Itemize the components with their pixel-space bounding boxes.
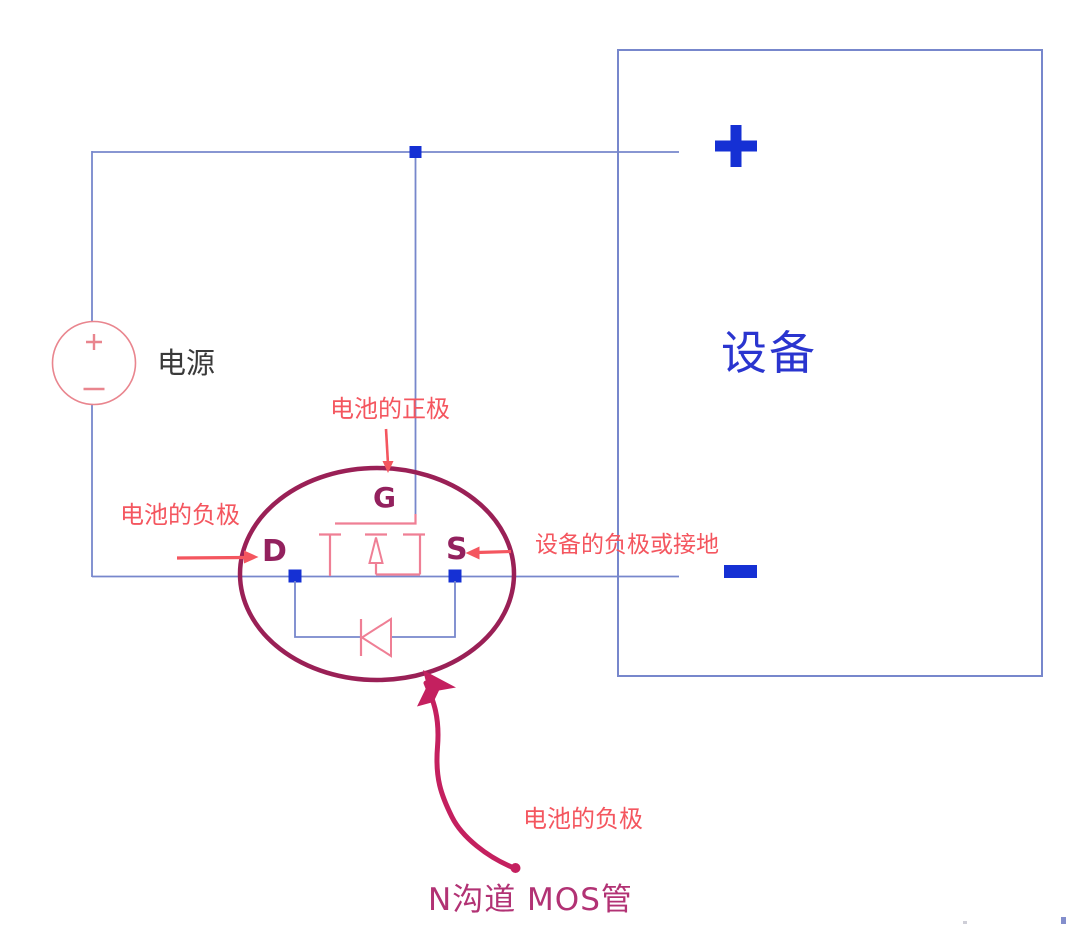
power-plus-icon bbox=[86, 334, 102, 350]
junction-dot-source bbox=[448, 569, 462, 583]
mosfet-symbol bbox=[319, 514, 425, 576]
artifact-dot-left bbox=[963, 921, 967, 924]
device-box bbox=[617, 49, 1043, 677]
mosfet-source-contact bbox=[374, 533, 425, 576]
diode-wire-left bbox=[294, 581, 360, 638]
curved-arrow-annotation: 电池的负极 bbox=[523, 805, 643, 833]
highlight-ellipse bbox=[237, 465, 517, 683]
source-annotation: 设备的负极或接地 bbox=[535, 532, 719, 558]
gate-annotation-arrow bbox=[382, 428, 394, 473]
device-label: 设备 bbox=[721, 326, 817, 380]
curved-arrow-icon bbox=[417, 670, 521, 873]
gate-pin-label: G bbox=[373, 481, 396, 514]
body-diode-icon bbox=[359, 617, 392, 658]
drain-pin-label: D bbox=[262, 534, 287, 569]
wires bbox=[91, 151, 679, 578]
mosfet-drain-contact bbox=[319, 533, 341, 576]
drain-annotation: 电池的负极 bbox=[120, 501, 240, 529]
device-plus-icon bbox=[715, 125, 757, 167]
power-source-circle bbox=[51, 320, 137, 406]
source-pin-label: S bbox=[446, 532, 468, 567]
power-source-symbol bbox=[51, 320, 137, 406]
diode-wire-right bbox=[392, 581, 456, 638]
power-source-label: 电源 bbox=[157, 346, 216, 380]
junction-dot-drain bbox=[288, 569, 302, 583]
mosfet-caption: N沟道 MOS管 bbox=[428, 882, 633, 918]
junction-dot-top bbox=[409, 146, 422, 158]
gate-annotation: 电池的正极 bbox=[330, 395, 450, 423]
device-minus-icon bbox=[724, 565, 757, 578]
source-annotation-arrow bbox=[465, 546, 512, 560]
mosfet-gate-lead bbox=[335, 514, 417, 525]
artifact-dot-right bbox=[1061, 917, 1066, 924]
device-polarity-icons bbox=[715, 125, 757, 578]
drain-annotation-arrow bbox=[176, 550, 259, 564]
body-diode-loop bbox=[294, 581, 456, 658]
mosfet-body-arrow-icon bbox=[368, 537, 384, 564]
